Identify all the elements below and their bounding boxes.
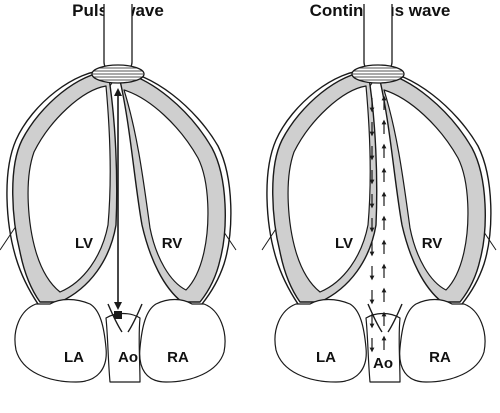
label-ra: RA: [167, 349, 189, 366]
label-ao: Ao: [373, 355, 393, 372]
label-la: LA: [316, 349, 336, 366]
heart-outline: [266, 69, 492, 383]
panel-pulse-wave: Pulse wave LV RV LA Ao RA: [0, 1, 237, 383]
label-la: LA: [64, 349, 84, 366]
label-rv: RV: [162, 235, 183, 252]
label-ra: RA: [429, 349, 451, 366]
heart-outline: [6, 69, 232, 383]
label-lv: LV: [75, 235, 93, 252]
continuous-wave-arrows: [369, 95, 387, 353]
label-ao: Ao: [118, 349, 138, 366]
sample-volume-marker: [114, 311, 122, 319]
label-rv: RV: [422, 235, 443, 252]
label-lv: LV: [335, 235, 353, 252]
panel-continuous-wave: Continuous wave LV RV LA Ao RA: [261, 1, 497, 383]
